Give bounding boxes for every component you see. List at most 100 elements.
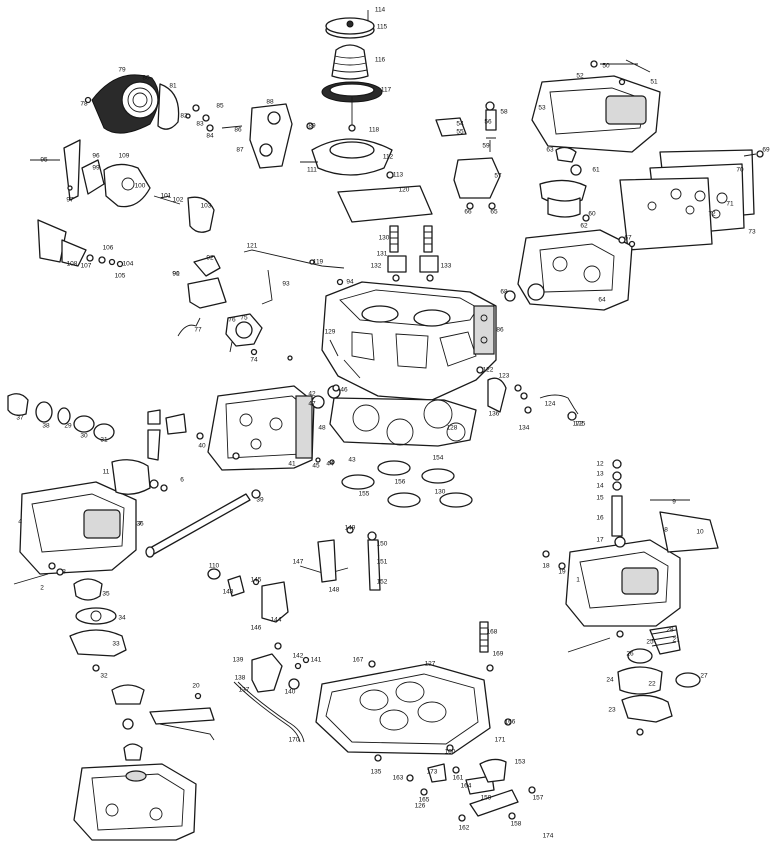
callout-17: 17 <box>596 537 604 544</box>
callout-132: 132 <box>371 263 382 270</box>
primary-float-bowl <box>531 59 661 153</box>
callout-112: 112 <box>383 154 394 161</box>
callout-138: 138 <box>235 675 246 682</box>
callout-94: 94 <box>346 279 354 286</box>
callout-91: 91 <box>172 271 180 278</box>
callout-130: 130 <box>435 489 446 496</box>
callout-63: 63 <box>546 147 554 154</box>
callout-135: 135 <box>371 769 382 776</box>
base-gasket <box>329 397 477 447</box>
callout-66: 66 <box>464 209 472 216</box>
callout-143: 143 <box>223 589 234 596</box>
callout-140: 140 <box>285 689 296 696</box>
callout-22: 22 <box>648 681 656 688</box>
callout-100: 100 <box>135 183 146 190</box>
callout-77: 77 <box>194 327 202 334</box>
callout-121: 121 <box>247 243 258 250</box>
callout-119: 119 <box>313 259 324 266</box>
callout-4: 4 <box>18 519 22 526</box>
callout-15: 15 <box>596 495 604 502</box>
secondary-diaphragm-assembly <box>300 10 433 223</box>
callout-125: 125 <box>575 421 586 428</box>
callout-102: 102 <box>173 197 184 204</box>
callout-58: 58 <box>500 109 508 116</box>
callout-161: 161 <box>453 775 464 782</box>
callout-95: 95 <box>40 157 48 164</box>
callout-133: 133 <box>441 263 452 270</box>
callout-61: 61 <box>592 167 600 174</box>
callout-75: 75 <box>240 315 248 322</box>
callout-52: 52 <box>576 73 584 80</box>
callout-41: 41 <box>288 461 296 468</box>
callout-108: 108 <box>67 261 78 268</box>
callout-54: 54 <box>456 121 464 128</box>
primary-bowl-left <box>13 459 168 672</box>
callout-3: 3 <box>62 569 66 576</box>
callout-72: 72 <box>708 211 716 218</box>
callout-149: 149 <box>345 525 356 532</box>
callout-101: 101 <box>161 193 172 200</box>
callout-21: 21 <box>672 637 680 644</box>
callout-55: 55 <box>456 129 464 136</box>
callout-127: 127 <box>425 661 436 668</box>
callout-99: 99 <box>92 165 100 172</box>
callout-39: 39 <box>256 497 264 504</box>
pump-lever-small <box>233 642 310 743</box>
callout-137: 137 <box>239 687 250 694</box>
callout-78: 78 <box>80 101 88 108</box>
callout-76: 76 <box>228 317 236 324</box>
callout-106: 106 <box>103 245 114 252</box>
callout-50: 50 <box>602 63 610 70</box>
callout-150: 150 <box>377 541 388 548</box>
callout-38: 38 <box>42 423 50 430</box>
callout-128: 128 <box>447 425 458 432</box>
callout-32: 32 <box>100 673 108 680</box>
jet-blocks <box>387 225 439 282</box>
callout-40: 40 <box>198 443 206 450</box>
callout-103: 103 <box>201 203 212 210</box>
callout-86: 86 <box>234 127 242 134</box>
callout-166: 166 <box>505 719 516 726</box>
callout-8: 8 <box>664 527 668 534</box>
callout-173: 173 <box>427 769 438 776</box>
callout-26: 26 <box>626 651 634 658</box>
callout-43: 43 <box>348 457 356 464</box>
callout-162: 162 <box>459 825 470 832</box>
callout-160: 160 <box>445 749 456 756</box>
callout-90: 90 <box>172 271 180 278</box>
callout-14: 14 <box>596 483 604 490</box>
primary-fuel-inlet-fittings <box>7 393 335 465</box>
callout-154: 154 <box>433 455 444 462</box>
callout-7: 7 <box>138 521 142 528</box>
callout-37: 37 <box>16 415 24 422</box>
callout-152: 152 <box>377 579 388 586</box>
callout-57: 57 <box>494 173 502 180</box>
throttle-plates <box>341 460 473 508</box>
callout-159: 159 <box>481 795 492 802</box>
callout-164: 164 <box>461 783 472 790</box>
callout-88: 88 <box>266 99 274 106</box>
throttle-body-base <box>315 621 536 822</box>
callout-80: 80 <box>142 75 150 82</box>
callout-113: 113 <box>393 172 404 179</box>
callout-93: 93 <box>282 281 290 288</box>
callout-33: 33 <box>112 641 120 648</box>
callout-74: 74 <box>250 357 258 364</box>
callout-10: 10 <box>696 529 704 536</box>
callout-172: 172 <box>573 421 584 428</box>
callout-122: 122 <box>483 367 494 374</box>
callout-23: 23 <box>608 707 616 714</box>
needle-seat-assembly <box>435 101 590 222</box>
callout-25: 25 <box>646 639 654 646</box>
callout-84: 84 <box>206 133 214 140</box>
callout-148: 148 <box>329 587 340 594</box>
accelerator-pump-housing <box>73 684 215 841</box>
callout-29: 29 <box>64 423 72 430</box>
callout-59: 59 <box>482 143 490 150</box>
callout-109: 109 <box>119 153 130 160</box>
callout-155: 155 <box>359 491 370 498</box>
callout-45: 45 <box>312 463 320 470</box>
callout-97: 97 <box>66 197 74 204</box>
callout-79: 79 <box>118 67 126 74</box>
